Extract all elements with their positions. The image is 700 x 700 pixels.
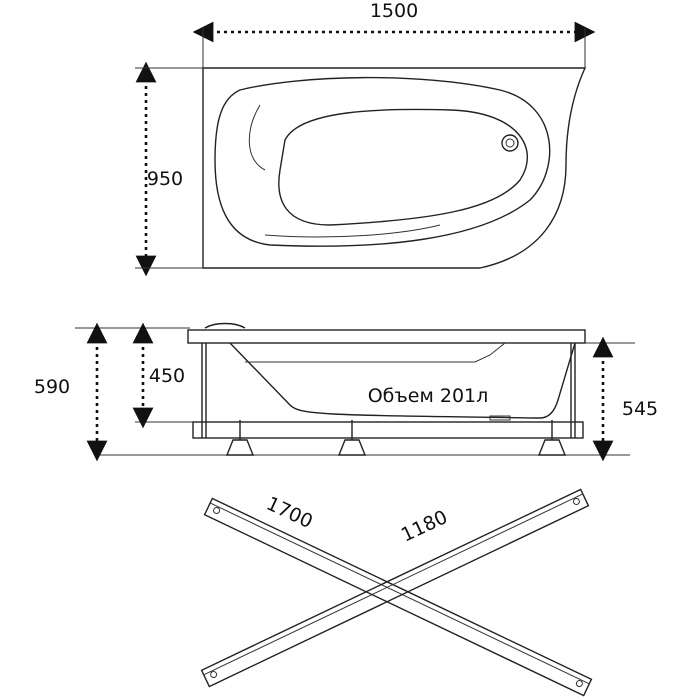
short-bar <box>200 488 590 688</box>
tub-rim <box>187 329 586 344</box>
tub-rim-inner <box>214 76 551 247</box>
short-bar-dimension: 1180 <box>398 506 451 546</box>
tub-outline-top <box>202 67 587 269</box>
frame-legs <box>201 343 576 438</box>
tub-body <box>229 342 576 419</box>
depth-dimension: 950 <box>147 168 183 190</box>
side-view: 590 450 545 Объем 201л <box>34 322 658 462</box>
drain-icon <box>501 134 519 152</box>
tub-height-dimension: 450 <box>149 365 185 387</box>
width-dimension: 1500 <box>370 0 418 22</box>
frame-bars: 1700 1180 <box>200 488 593 697</box>
total-height-dimension: 590 <box>34 376 70 398</box>
tub-basin <box>278 108 529 226</box>
top-view: 1500 950 <box>135 0 596 277</box>
support-frame <box>192 421 584 439</box>
long-bar <box>203 497 593 697</box>
volume-label: Объем 201л <box>368 385 489 407</box>
frame-height-dimension: 545 <box>622 398 658 420</box>
adjustable-feet <box>225 420 567 456</box>
